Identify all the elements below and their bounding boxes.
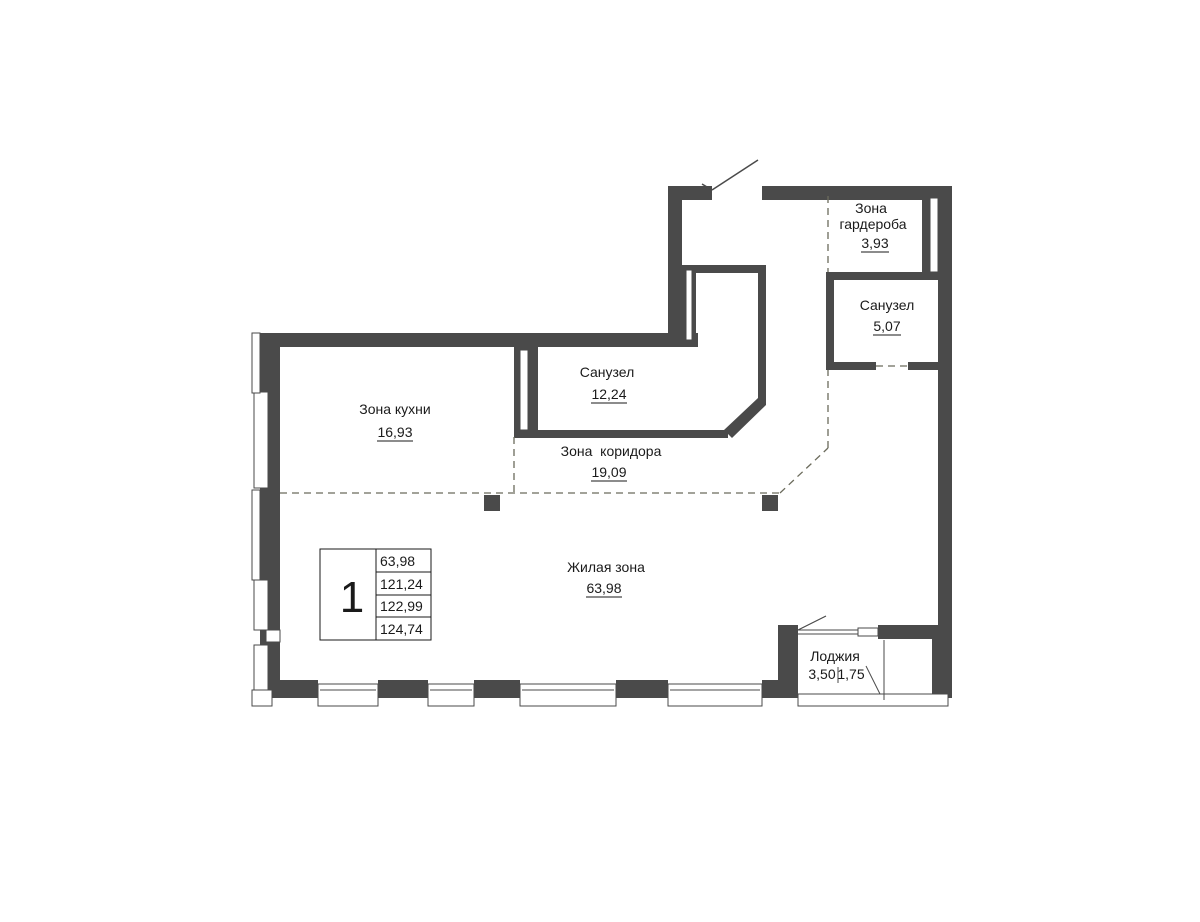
room-bathroom-small: Санузел 5,07 — [860, 297, 915, 336]
bathroom-small-area: 5,07 — [873, 318, 900, 334]
corridor-label: Зона коридора — [561, 443, 662, 459]
area-total: 121,24 — [380, 576, 423, 592]
wardrobe-label-1: Зона — [855, 200, 887, 216]
loggia-structure — [797, 615, 885, 700]
wardrobe-bathroom-walls — [826, 196, 946, 370]
area-with-loggia-full: 124,74 — [380, 621, 423, 637]
living-label: Жилая зона — [567, 559, 645, 575]
bathroom-large-area: 12,24 — [591, 386, 626, 402]
room-bathroom-large: Санузел 12,24 — [580, 364, 635, 404]
room-wardrobe: Зона гардероба 3,93 — [839, 200, 907, 253]
kitchen-area: 16,93 — [377, 424, 412, 440]
rooms-count: 1 — [340, 573, 364, 622]
room-loggia: Лоджия 3,50 1,75 — [808, 648, 865, 683]
loggia-area-2: 1,75 — [837, 666, 864, 682]
loggia-area-1: 3,50 — [808, 666, 835, 682]
bathroom-large-walls — [514, 265, 766, 438]
bathroom-large-label: Санузел — [580, 364, 635, 380]
apartment-summary-table: 1 63,98 121,24 122,99 124,74 — [319, 548, 432, 641]
wardrobe-label-2: гардероба — [839, 216, 906, 232]
area-living-total: 63,98 — [380, 553, 415, 569]
zone-dividers — [280, 196, 908, 494]
bathroom-small-label: Санузел — [860, 297, 915, 313]
area-with-loggia-reduced: 122,99 — [380, 598, 423, 614]
loggia-label: Лоджия — [810, 648, 860, 664]
entrance-door — [701, 159, 759, 191]
room-kitchen: Зона кухни 16,93 — [359, 401, 431, 442]
kitchen-label: Зона кухни — [359, 401, 430, 417]
windows-bottom — [251, 683, 949, 707]
room-living: Жилая зона 63,98 — [567, 559, 645, 598]
living-area: 63,98 — [586, 580, 621, 596]
wardrobe-area: 3,93 — [861, 235, 888, 251]
room-corridor: Зона коридора 19,09 — [561, 443, 662, 482]
corridor-area: 19,09 — [591, 464, 626, 480]
